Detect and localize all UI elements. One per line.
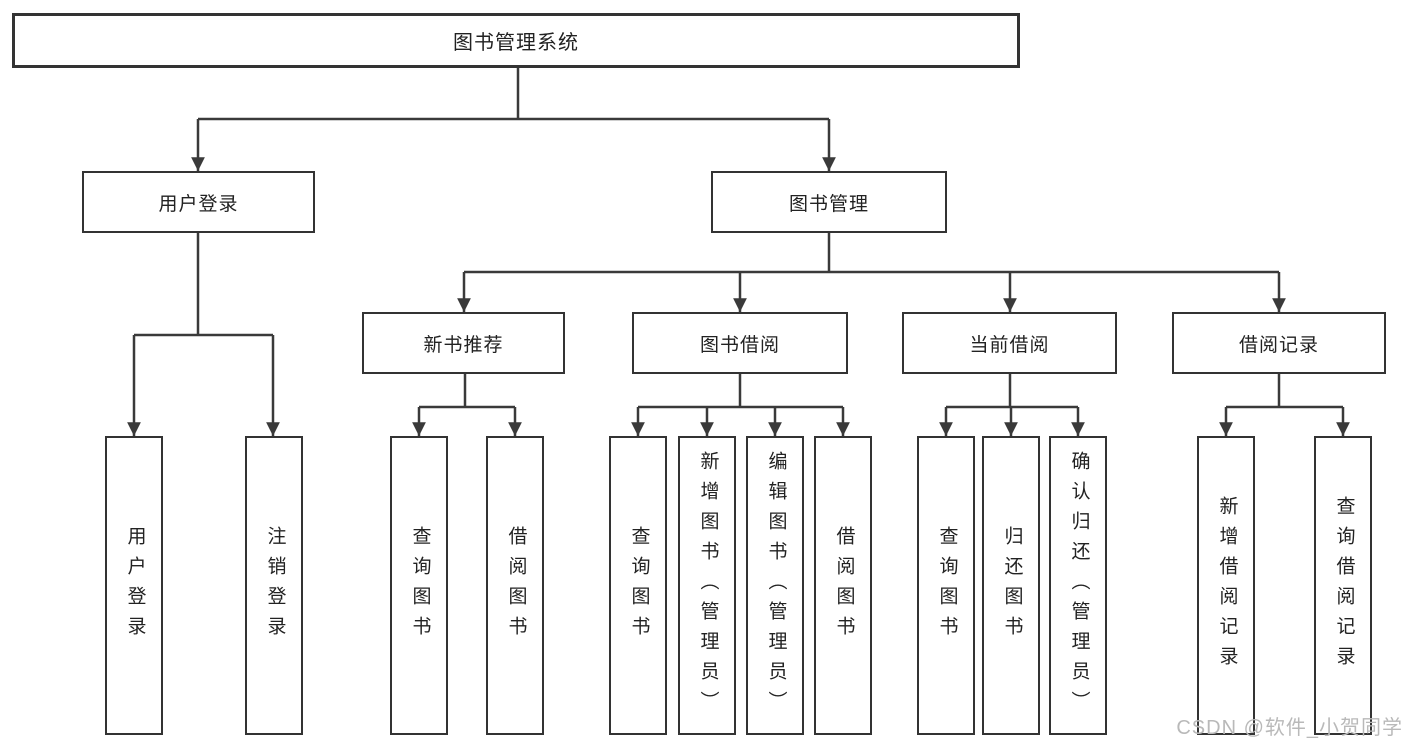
leaf-return-books: 归还图书 bbox=[982, 436, 1040, 735]
leaf-add-books-admin: 新增图书（管理员） bbox=[678, 436, 736, 735]
leaf-query-books-recommend: 查询图书 bbox=[390, 436, 448, 735]
leaf-query-books-borrowing: 查询图书 bbox=[609, 436, 667, 735]
leaf-edit-books-admin: 编辑图书（管理员） bbox=[746, 436, 804, 735]
node-borrowing-records: 借阅记录 bbox=[1172, 312, 1386, 374]
node-current-borrowing: 当前借阅 bbox=[902, 312, 1117, 374]
leaf-logout-login: 注销登录 bbox=[245, 436, 303, 735]
node-new-book-recommend: 新书推荐 bbox=[362, 312, 565, 374]
node-user-login: 用户登录 bbox=[82, 171, 315, 233]
node-library-system: 图书管理系统 bbox=[12, 13, 1020, 68]
leaf-query-borrow-record: 查询借阅记录 bbox=[1314, 436, 1372, 735]
leaf-query-books-current: 查询图书 bbox=[917, 436, 975, 735]
leaf-add-borrow-record: 新增借阅记录 bbox=[1197, 436, 1255, 735]
leaf-user-login: 用户登录 bbox=[105, 436, 163, 735]
leaf-confirm-return-admin: 确认归还（管理员） bbox=[1049, 436, 1107, 735]
leaf-borrow-books-borrowing: 借阅图书 bbox=[814, 436, 872, 735]
csdn-watermark: CSDN @软件_小贺同学 bbox=[1176, 717, 1403, 739]
node-book-management: 图书管理 bbox=[711, 171, 947, 233]
node-book-borrowing: 图书借阅 bbox=[632, 312, 848, 374]
leaf-borrow-books-recommend: 借阅图书 bbox=[486, 436, 544, 735]
